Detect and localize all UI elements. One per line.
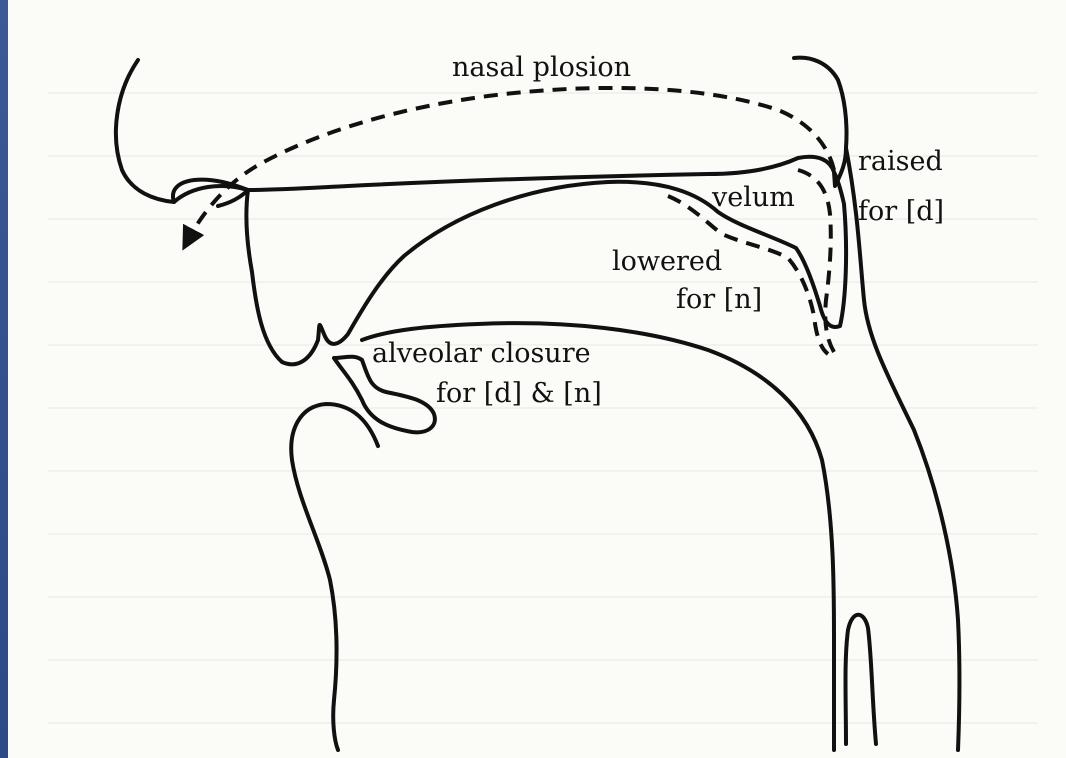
pharynx-back-wall xyxy=(846,148,960,750)
label-lowered-for-n: for [n] xyxy=(676,284,762,316)
label-velum: velum xyxy=(712,182,795,214)
label-lowered: lowered xyxy=(612,246,722,278)
label-raised-for-d: for [d] xyxy=(858,196,944,228)
label-raised: raised xyxy=(858,146,943,178)
label-nasal-plosion: nasal plosion xyxy=(452,52,631,84)
label-for-d-and-n: for [d] & [n] xyxy=(436,378,602,410)
chin-outline xyxy=(291,404,378,750)
nasal-plosion-arrow xyxy=(188,88,834,240)
label-alveolar-closure: alveolar closure xyxy=(372,338,591,370)
diagram-page: nasal plosion raised for [d] velum lower… xyxy=(8,0,1066,758)
epiglottis xyxy=(846,615,877,744)
